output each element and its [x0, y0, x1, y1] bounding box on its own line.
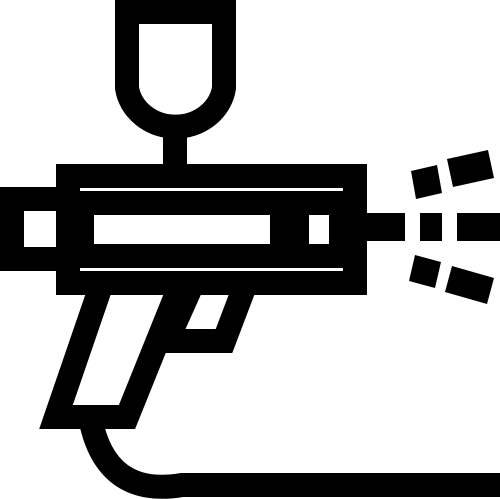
- spray-particles: [355, 150, 500, 304]
- spray-dot-middle-1: [420, 213, 442, 241]
- spray-dot-upper-2: [447, 150, 494, 187]
- gun-inner-bar: [70, 191, 294, 268]
- spray-dot-lower-2: [445, 266, 494, 304]
- gun-trigger: [148, 278, 258, 353]
- spray-dot-upper-1: [411, 165, 442, 199]
- gun-nozzle: [355, 213, 405, 241]
- air-hose: [78, 414, 500, 499]
- gun-rear-cap: [0, 187, 80, 271]
- spray-dot-lower-1: [409, 255, 441, 288]
- paint-cup: [115, 0, 236, 139]
- spray-dot-middle-2: [457, 213, 500, 241]
- gun-front-band: [285, 191, 353, 268]
